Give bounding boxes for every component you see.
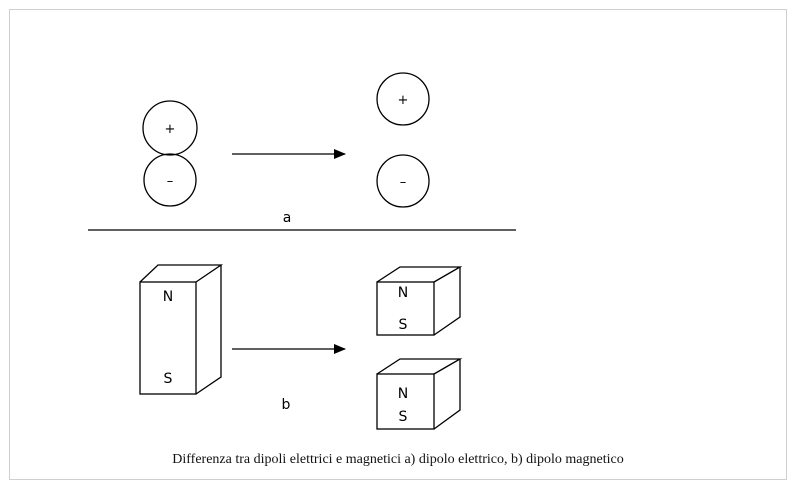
- positive-charge-circle: [376, 72, 430, 126]
- electric-dipole-separated: + –: [376, 72, 430, 208]
- figure-caption: Differenza tra dipoli elettrici e magnet…: [172, 452, 624, 467]
- negative-charge-circle: [143, 153, 197, 207]
- part-b-label: b: [282, 397, 291, 413]
- negative-charge-sign: –: [400, 175, 407, 190]
- negative-charge-sign: –: [167, 174, 174, 189]
- negative-charge-circle: [376, 154, 430, 208]
- positive-charge-sign: +: [398, 93, 409, 108]
- magnet-whole: [139, 264, 224, 395]
- north-pole-label: N: [163, 289, 173, 305]
- magnet-piece-bottom: [376, 358, 463, 430]
- positive-charge-sign: +: [165, 122, 176, 137]
- magnet-piece-top: [376, 266, 463, 336]
- south-pole-label: S: [164, 371, 173, 387]
- figure-frame: [9, 9, 787, 480]
- north-pole-label: N: [398, 285, 408, 301]
- south-pole-label: S: [399, 409, 408, 425]
- electric-dipole-joined: + –: [142, 100, 198, 207]
- south-pole-label: S: [399, 317, 408, 333]
- north-pole-label: N: [398, 386, 408, 402]
- positive-charge-circle: [142, 100, 198, 156]
- part-a-label: a: [283, 210, 292, 226]
